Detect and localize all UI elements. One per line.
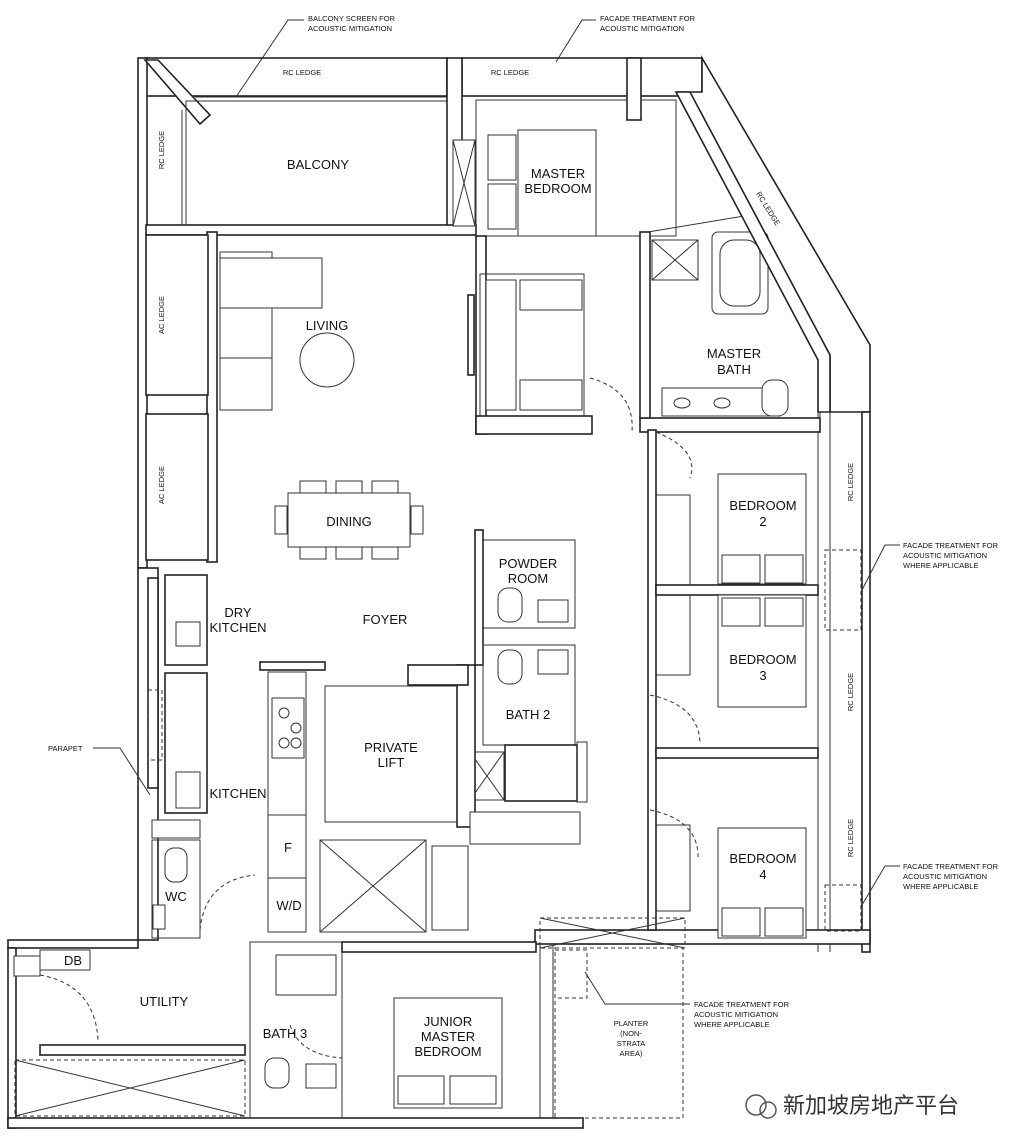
- facade-bottom-note-2: ACOUSTIC MITIGATION: [694, 1010, 778, 1019]
- fridge-label: F: [284, 840, 292, 855]
- annotation-leaders: [93, 19, 900, 1005]
- rc-ledge-label-right-2: RC LEDGE: [846, 673, 855, 711]
- master-bath-label-2: BATH: [717, 362, 751, 377]
- parapet-note: PARAPET: [48, 744, 83, 753]
- living-label: LIVING: [306, 318, 349, 333]
- watermark: 新加坡房地产平台: [745, 1094, 959, 1119]
- balcony-screen-note-1: BALCONY SCREEN FOR: [308, 14, 396, 23]
- bedroom3-label-1: BEDROOM: [729, 652, 796, 667]
- wechat-icon: [745, 1094, 777, 1119]
- bedroom3-label-2: 3: [759, 668, 766, 683]
- facade-top-note-1: FACADE TREATMENT FOR: [600, 14, 696, 23]
- planter-label-3: STRATA: [617, 1039, 645, 1048]
- wc-label: WC: [165, 889, 187, 904]
- powder-room-label-2: ROOM: [508, 571, 548, 586]
- dining-label: DINING: [326, 514, 372, 529]
- bath3-label: BATH 3: [263, 1026, 308, 1041]
- bedroom2-label-1: BEDROOM: [729, 498, 796, 513]
- rc-ledge-label-top-right: RC LEDGE: [491, 68, 529, 77]
- balcony-label: BALCONY: [287, 157, 349, 172]
- facade-bottom-note-1: FACADE TREATMENT FOR: [694, 1000, 790, 1009]
- master-bath-label-1: MASTER: [707, 346, 761, 361]
- planter-label-1: PLANTER: [614, 1019, 649, 1028]
- facade-right1-note-2: ACOUSTIC MITIGATION: [903, 551, 987, 560]
- planter-label-4: AREA): [620, 1049, 643, 1058]
- balcony-screen-panel: [143, 59, 212, 126]
- facade-bottom-note-3: WHERE APPLICABLE: [694, 1020, 769, 1029]
- bath2-label: BATH 2: [506, 707, 551, 722]
- facade-right1-note-1: FACADE TREATMENT FOR: [903, 541, 999, 550]
- private-lift-label-2: LIFT: [378, 755, 405, 770]
- bedroom4-label-1: BEDROOM: [729, 851, 796, 866]
- bedroom2-label-2: 2: [759, 514, 766, 529]
- facade-right2-note-3: WHERE APPLICABLE: [903, 882, 978, 891]
- dry-kitchen-label-1: DRY: [224, 605, 252, 620]
- washer-dryer-label: W/D: [276, 898, 301, 913]
- bedroom4-label-2: 4: [759, 867, 766, 882]
- junior-master-label-2: MASTER: [421, 1029, 475, 1044]
- balcony-screen-note-2: ACOUSTIC MITIGATION: [308, 24, 392, 33]
- junior-master-label-3: BEDROOM: [414, 1044, 481, 1059]
- rc-ledge-label-top: RC LEDGE: [283, 68, 321, 77]
- kitchen-label: KITCHEN: [209, 786, 266, 801]
- master-bedroom-label-1: MASTER: [531, 166, 585, 181]
- private-lift-label-1: PRIVATE: [364, 740, 418, 755]
- powder-room-label-1: POWDER: [499, 556, 558, 571]
- foyer-label: FOYER: [363, 612, 408, 627]
- planter-label-2: (NON-: [620, 1029, 642, 1038]
- facade-top-note-2: ACOUSTIC MITIGATION: [600, 24, 684, 33]
- db-label: DB: [64, 953, 82, 968]
- master-bedroom-label-2: BEDROOM: [524, 181, 591, 196]
- ac-ledge-label-2: AC LEDGE: [157, 466, 166, 504]
- ac-ledge-label-1: AC LEDGE: [157, 296, 166, 334]
- facade-right2-note-1: FACADE TREATMENT FOR: [903, 862, 999, 871]
- dry-kitchen-label-2: KITCHEN: [209, 620, 266, 635]
- utility-label: UTILITY: [140, 994, 189, 1009]
- facade-right1-note-3: WHERE APPLICABLE: [903, 561, 978, 570]
- facade-right2-note-2: ACOUSTIC MITIGATION: [903, 872, 987, 881]
- junior-master-label-1: JUNIOR: [424, 1014, 472, 1029]
- rc-ledge-label-right-3: RC LEDGE: [846, 819, 855, 857]
- rc-ledge-label-right-1: RC LEDGE: [846, 463, 855, 501]
- rc-ledge-label-left: RC LEDGE: [157, 131, 166, 169]
- watermark-text: 新加坡房地产平台: [783, 1094, 959, 1119]
